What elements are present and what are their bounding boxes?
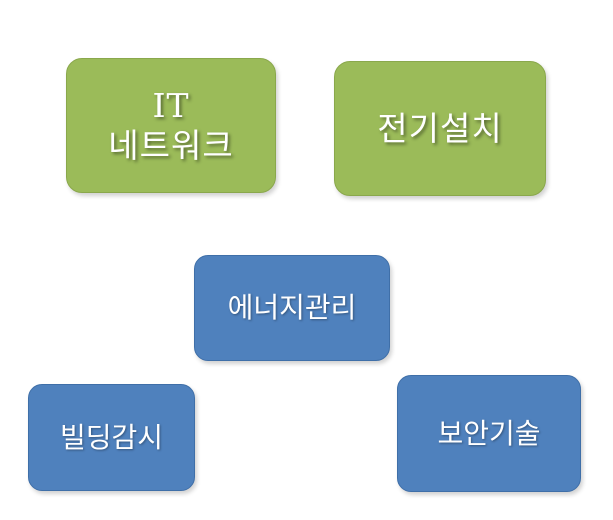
building-monitoring-box: 빌딩감시 xyxy=(28,384,195,491)
it-network-line2: 네트워크 xyxy=(108,125,234,165)
electrical-installation-label: 전기설치 xyxy=(377,108,503,148)
security-technology-box: 보안기술 xyxy=(397,375,581,492)
security-technology-label: 보안기술 xyxy=(437,416,541,450)
it-network-line1: IT xyxy=(152,85,190,125)
energy-management-label: 에너지관리 xyxy=(227,291,357,324)
building-monitoring-label: 빌딩감시 xyxy=(59,420,164,454)
energy-management-box: 에너지관리 xyxy=(194,255,390,361)
it-network-box: IT 네트워크 xyxy=(66,58,276,193)
electrical-installation-box: 전기설치 xyxy=(334,61,546,196)
